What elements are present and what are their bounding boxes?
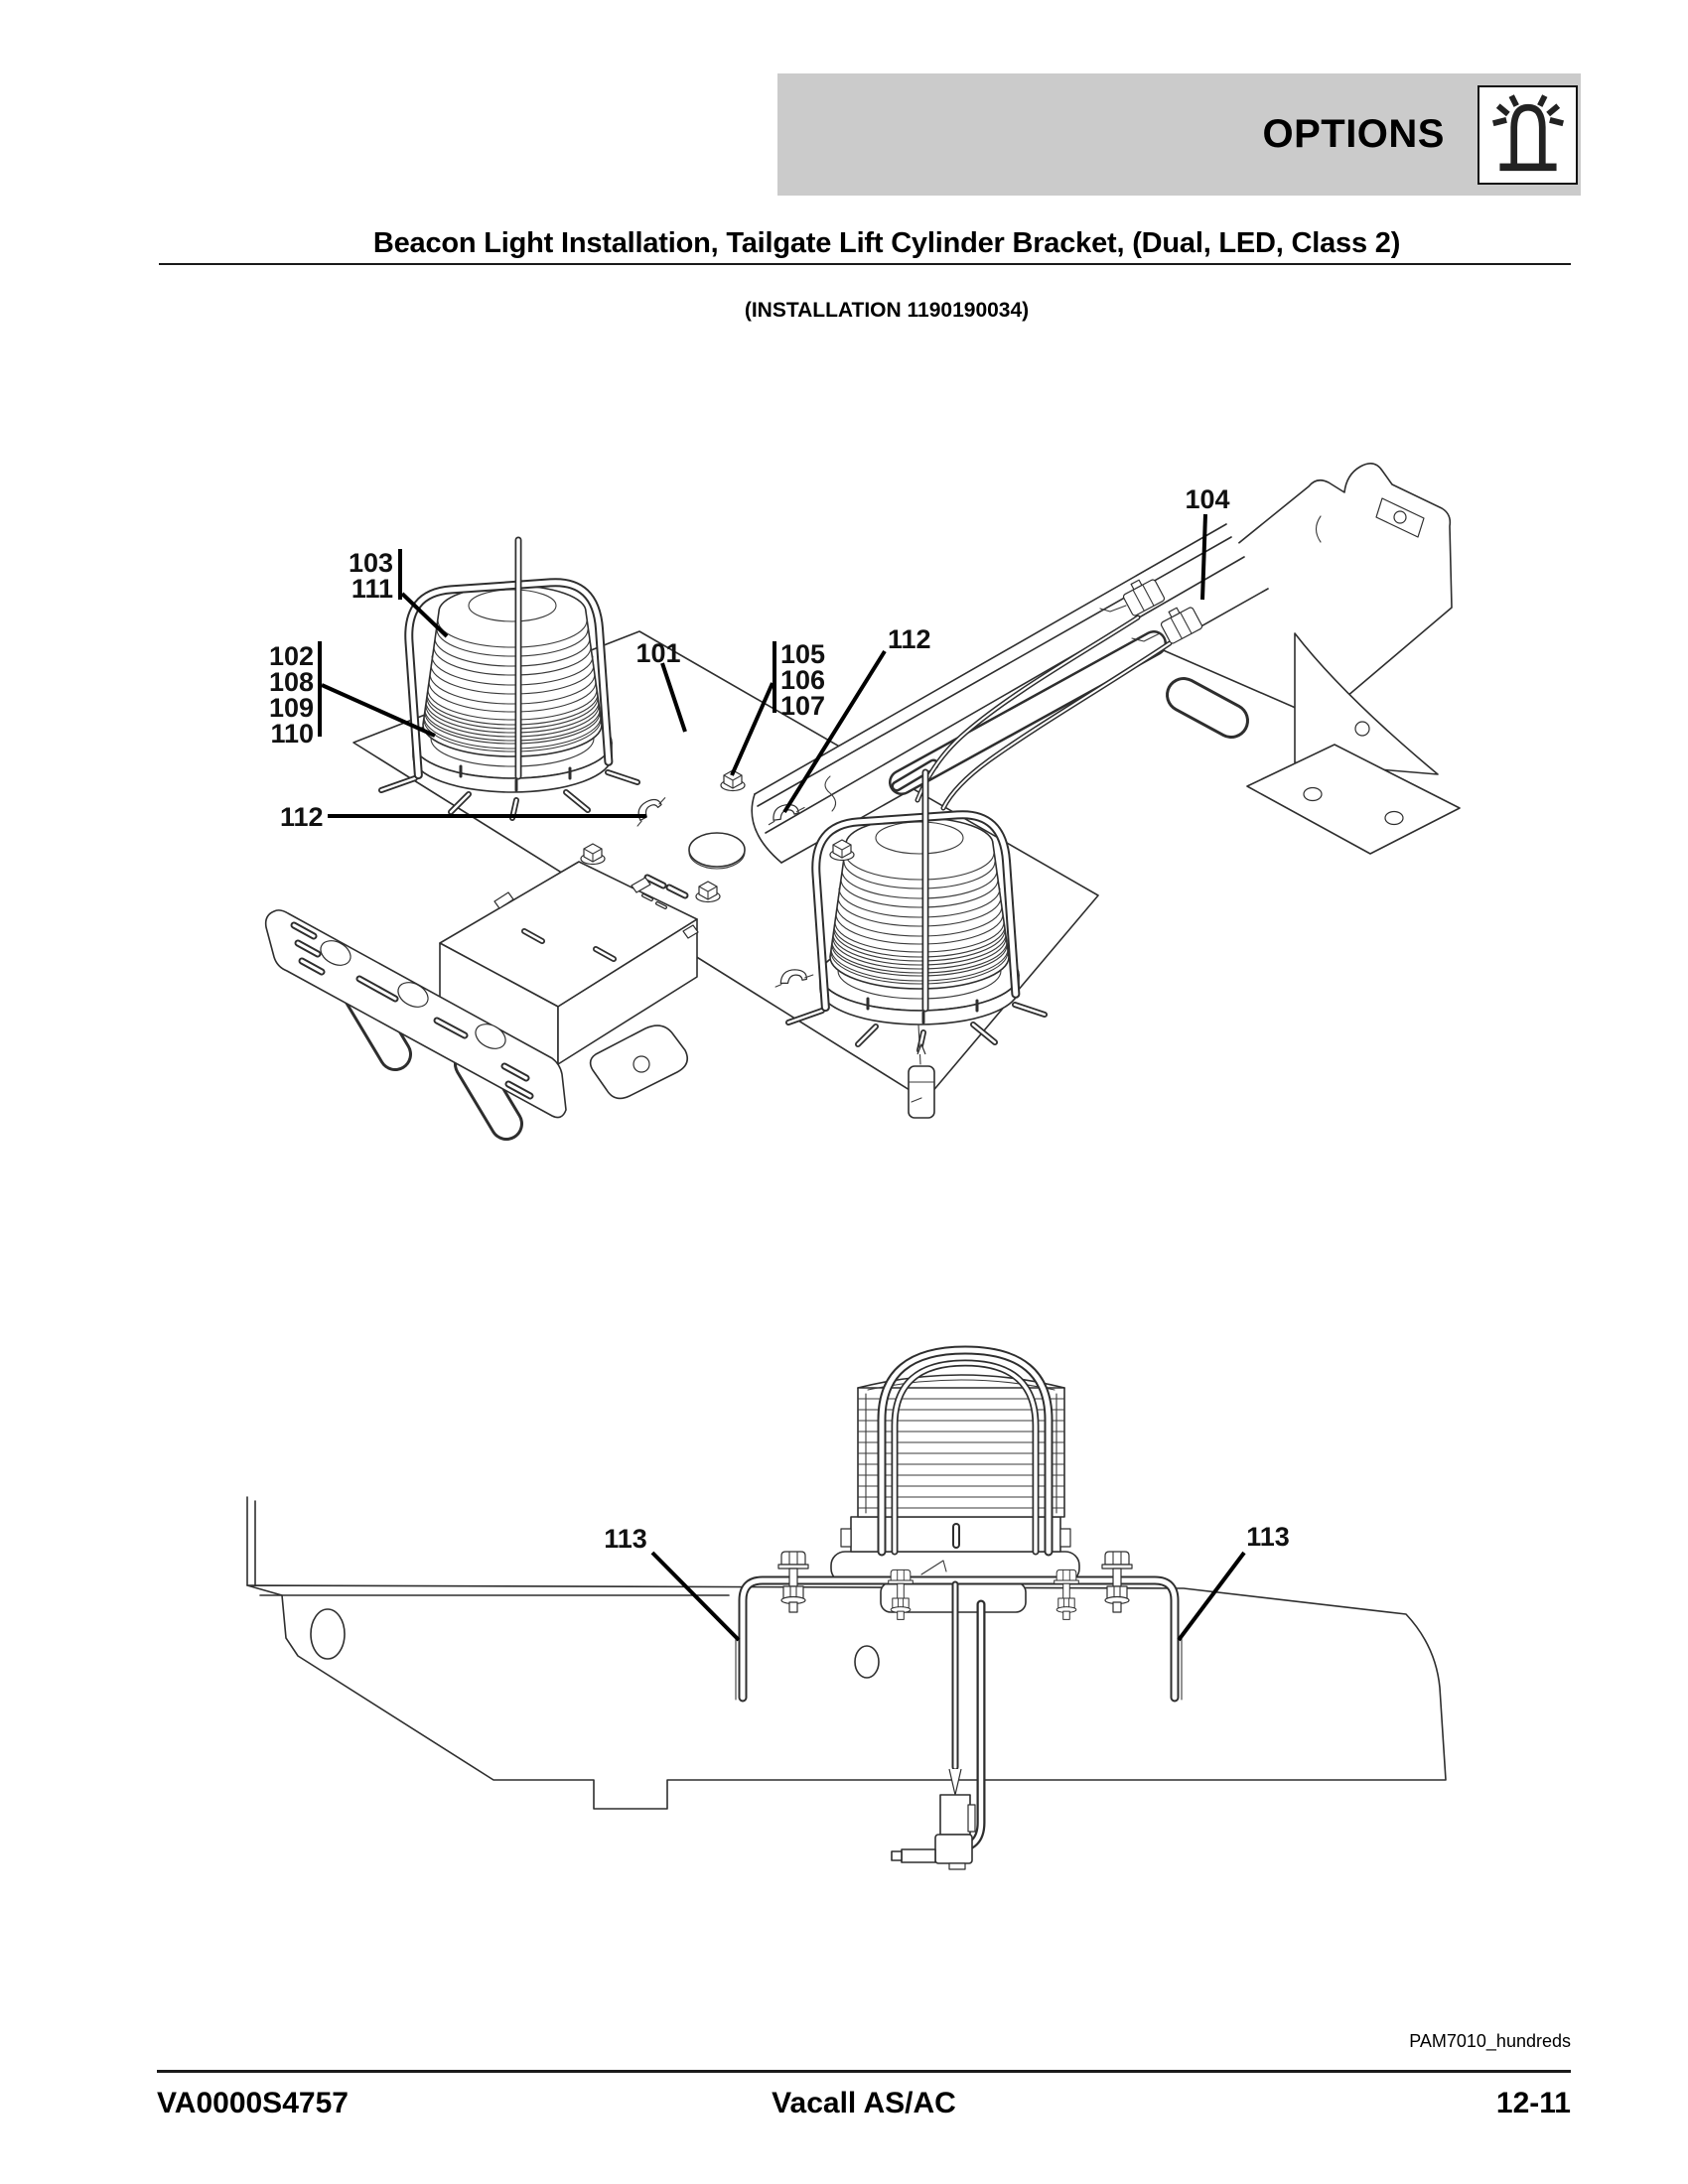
callout-110: 110 [270,719,314,749]
callout-105: 105 [780,639,825,669]
callout-102: 102 [269,641,314,671]
footer-doc-code: VA0000S4757 [157,2087,349,2119]
options-banner: OPTIONS [777,73,1581,196]
footer-page-number: 12-11 [1495,2087,1571,2119]
callout-113-right: 113 [1246,1522,1290,1552]
figure2-front-view: 113 113 [246,1345,1447,1870]
callout-108: 108 [269,667,314,697]
figure-reference: PAM7010_hundreds [1409,2031,1571,2051]
banner-title: OPTIONS [1262,112,1445,156]
callout-112-upper: 112 [888,624,931,654]
figure1-isometric-view: 103 111 102 108 109 110 101 105 106 107 … [264,463,1461,1141]
callout-112-left: 112 [280,802,324,832]
beacon-light-icon-glyph [1491,93,1564,171]
installation-number: (INSTALLATION 1190190034) [744,299,1030,322]
callout-104: 104 [1185,484,1229,514]
page-title: Beacon Light Installation, Tailgate Lift… [372,227,1401,259]
callout-107: 107 [780,691,825,721]
footer-product: Vacall AS/AC [772,2087,956,2119]
beacon-light-icon [1477,84,1578,185]
callout-111: 111 [352,574,393,604]
callout-106: 106 [780,665,825,695]
footer: Vacall AS/AC VA0000S4757 12-11 [157,2087,1571,2120]
title-divider [159,263,1571,265]
footer-divider [157,2070,1571,2073]
callout-101: 101 [635,638,680,668]
callout-103: 103 [349,548,393,578]
callout-109: 109 [269,693,314,723]
callout-113-left: 113 [604,1524,647,1554]
